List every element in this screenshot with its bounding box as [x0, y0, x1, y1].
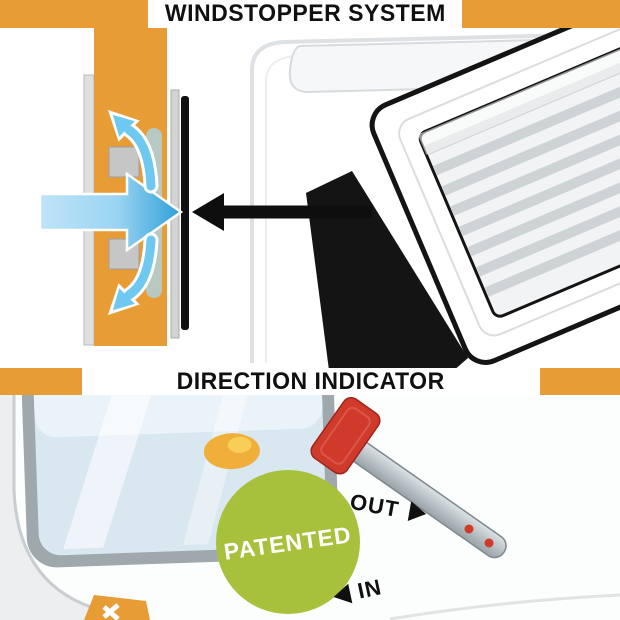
product-edge-line	[389, 593, 620, 620]
windstopper-title: WINDSTOPPER SYSTEM	[164, 0, 446, 27]
corner-tag-mark	[102, 603, 120, 620]
flap-highlight	[63, 395, 167, 550]
in-label: IN	[333, 574, 384, 604]
product-corner	[0, 395, 115, 620]
airflow-arrow-icon	[38, 171, 184, 253]
arm-dot-2	[484, 538, 494, 548]
flap-frame	[369, 28, 620, 365]
direction-title: DIRECTION INDICATOR	[176, 367, 446, 395]
out-arrow-icon	[407, 501, 427, 521]
product-corner-edge	[12, 395, 113, 615]
flap-pointer-arrow-icon	[192, 193, 372, 231]
deflect-down-arrow-icon	[107, 232, 159, 316]
flap-blade	[181, 96, 189, 330]
seal-block-top	[108, 146, 140, 178]
patented-badge: PATENTED	[216, 470, 360, 614]
windstopper-title-box: WINDSTOPPER SYSTEM	[148, 0, 462, 28]
corner-tag	[84, 595, 150, 620]
direction-indicator-photo: PATENTED OUT IN	[0, 395, 620, 620]
in-arrow-icon	[333, 583, 353, 604]
seal-block-bottom	[108, 238, 140, 270]
flap-opening-shadow	[306, 171, 468, 368]
direction-title-box: DIRECTION INDICATOR	[82, 368, 540, 395]
direction-lever-handle	[310, 397, 381, 475]
deflect-up-arrow-icon	[107, 109, 159, 194]
windstopper-diagram	[38, 28, 620, 368]
arm-dot-1	[464, 524, 474, 534]
windstopper-title-band: WINDSTOPPER SYSTEM	[0, 0, 620, 28]
object-behind-flap-highlight	[227, 436, 252, 453]
in-label-text: IN	[355, 574, 384, 603]
direction-title-band: DIRECTION INDICATOR	[0, 368, 620, 395]
